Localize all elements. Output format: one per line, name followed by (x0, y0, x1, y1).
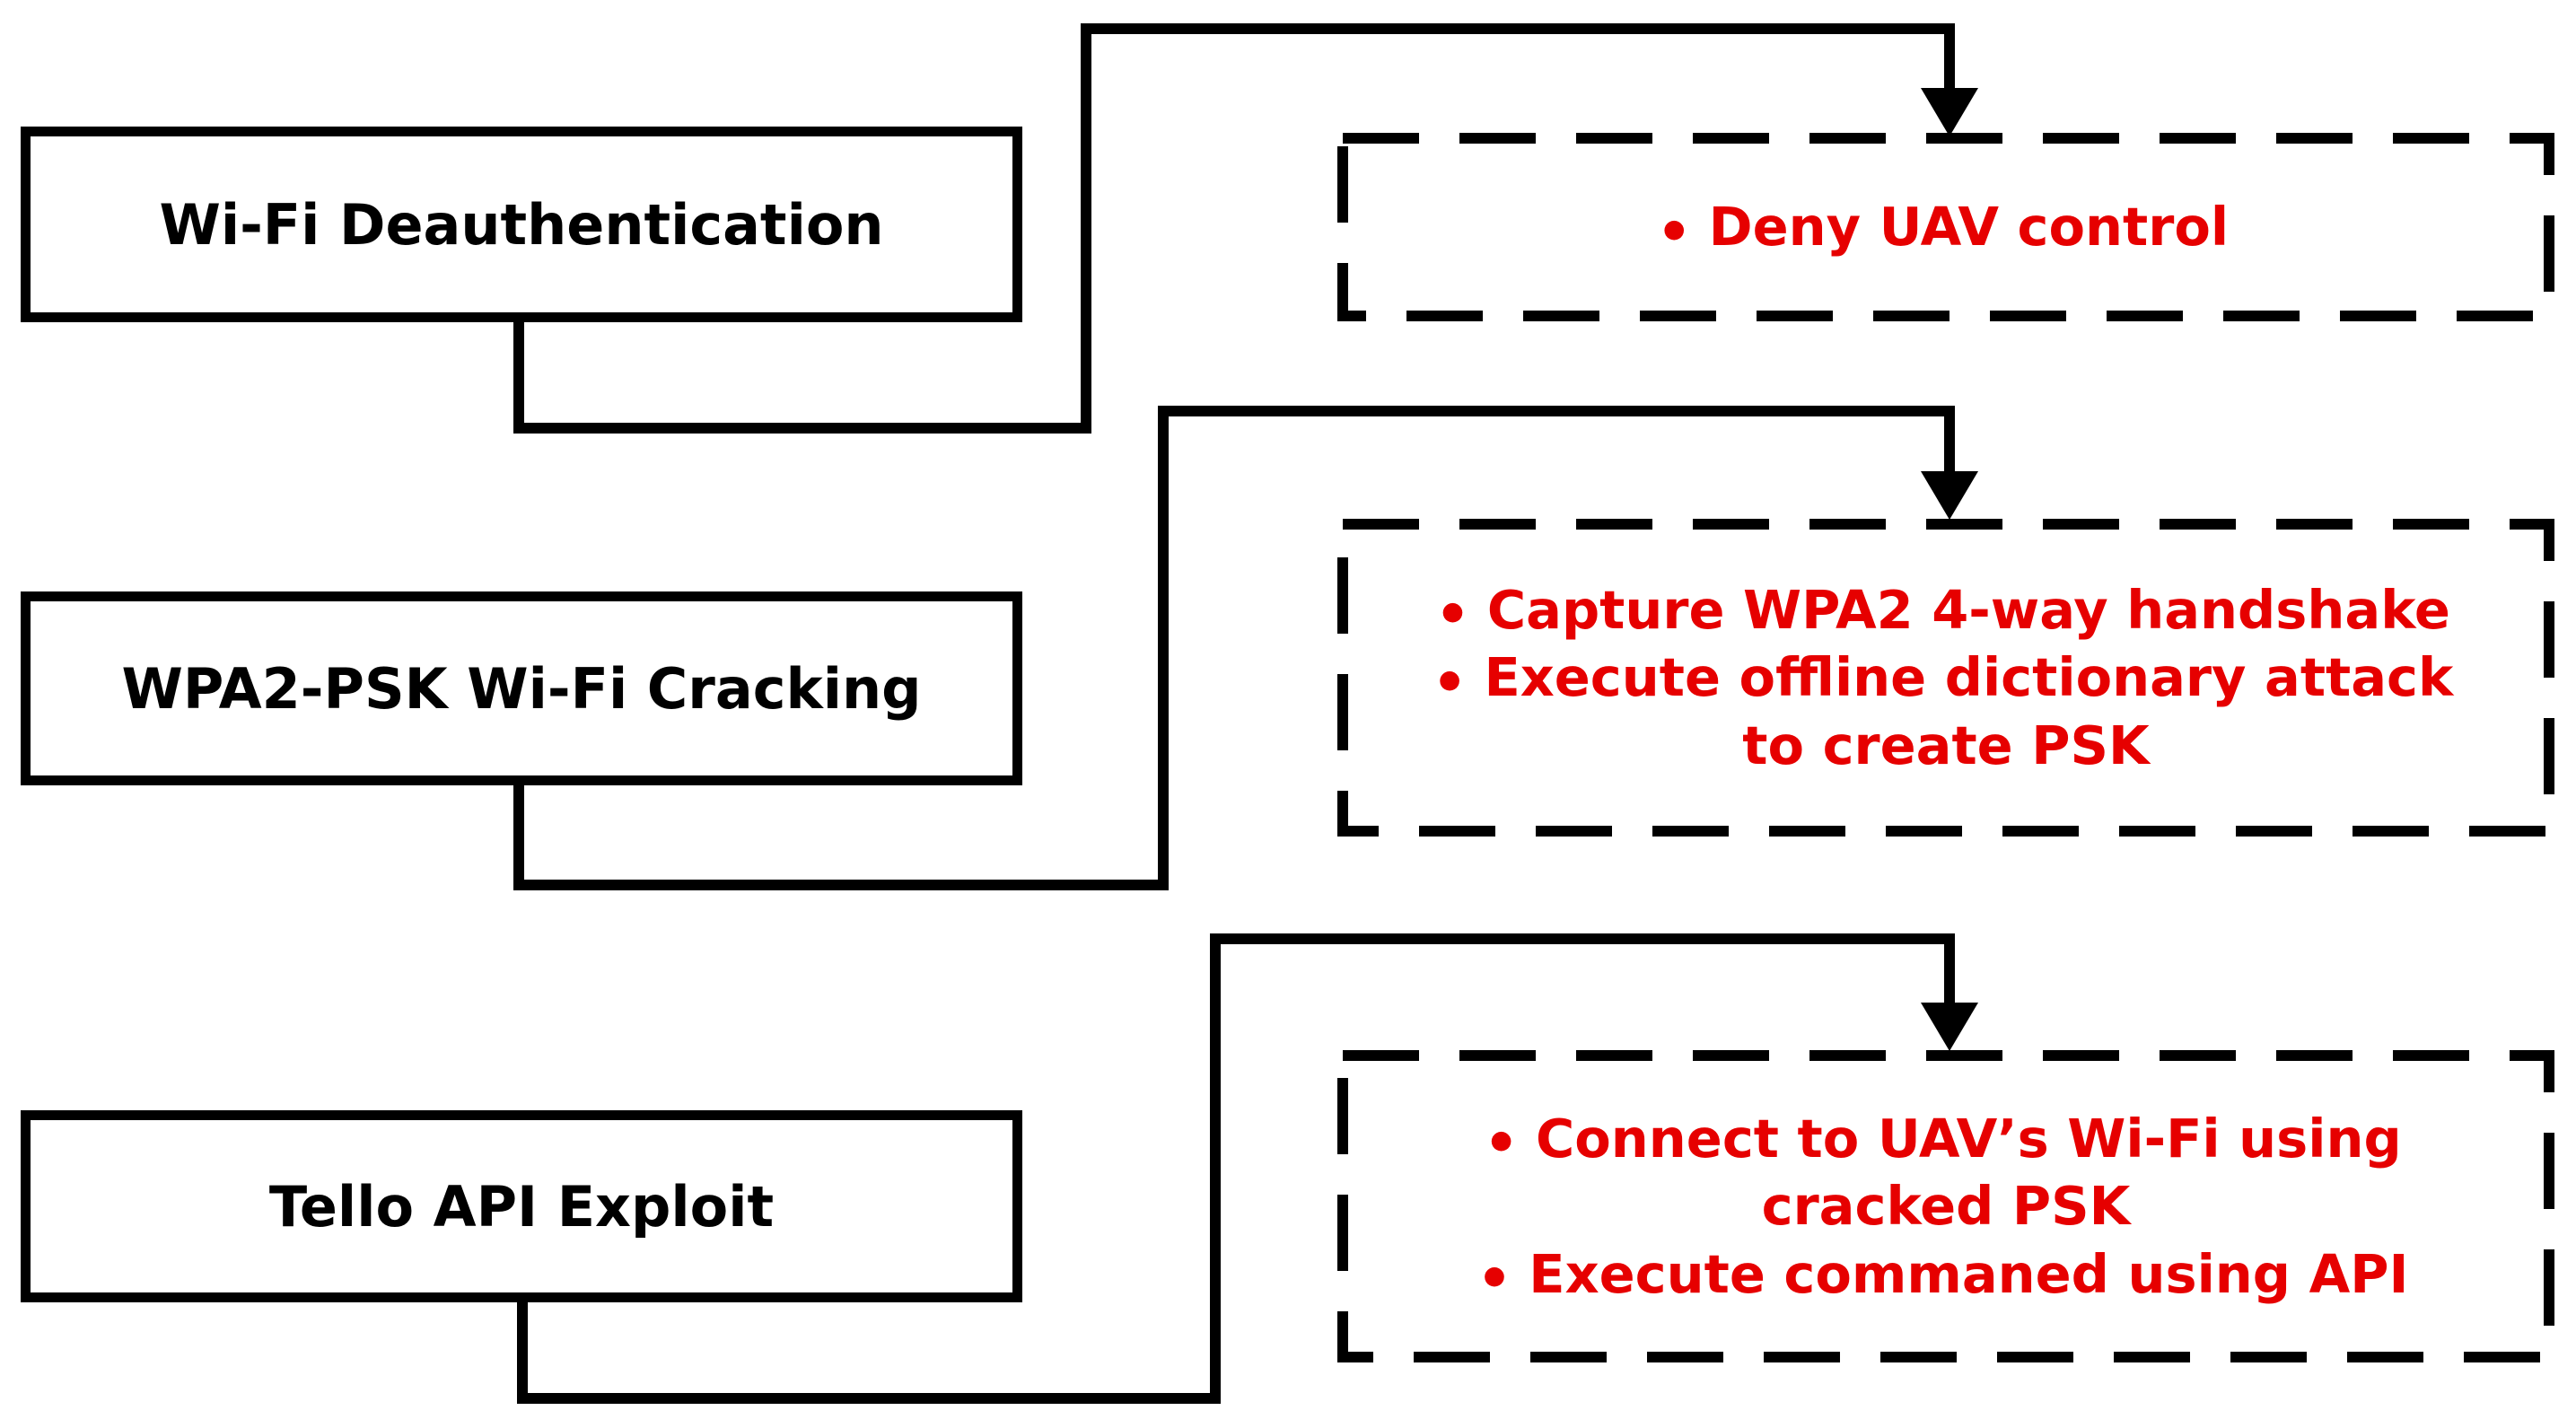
attack-box-label: WPA2-PSK Wi-Fi Cracking (121, 655, 922, 722)
effect-box-border-3 (1337, 1050, 2554, 1362)
attack-box-wifi-deauthentication: Wi-Fi Deauthentication (21, 127, 1022, 322)
effect-bullet-text: Execute commaned using API (1529, 1242, 2409, 1305)
effect-box-deny-uav-control: ● Deny UAV control (1346, 142, 2545, 312)
effect-box-border-1 (1337, 133, 2554, 321)
effect-box-wpa2-crack-steps: ● Capture WPA2 4-way handshake ● Execute… (1346, 528, 2545, 828)
effect-box-tello-api-steps: ● Connect to UAV’s Wi-Fi using cracked P… (1346, 1059, 2545, 1354)
arrow-down-icon (1921, 88, 1978, 136)
attack-box-wpa2-psk-cracking: WPA2-PSK Wi-Fi Cracking (21, 591, 1022, 785)
bullet-icon: ● (1483, 1260, 1506, 1291)
bullet-icon: ● (1441, 596, 1464, 626)
bullet-continuation-line: to create PSK (1742, 712, 2149, 780)
effect-bullet-text: Deny UAV control (1708, 196, 2230, 258)
effect-bullet-text: Connect to UAV’s Wi-Fi using (1535, 1107, 2402, 1170)
connector-deauth-to-effect (513, 23, 1955, 434)
effect-bullet-text: Capture WPA2 4-way handshake (1486, 578, 2450, 641)
bullet-line: ● Connect to UAV’s Wi-Fi using (1490, 1105, 2402, 1173)
bullet-icon: ● (1438, 663, 1461, 694)
effect-box-border-2 (1337, 519, 2554, 837)
bullet-line: ● Capture WPA2 4-way handshake (1441, 576, 2450, 644)
arrow-down-icon (1921, 1003, 1978, 1051)
bullet-icon: ● (1490, 1125, 1512, 1155)
effect-bullet-text: Execute offline dictionary attack (1484, 646, 2454, 709)
bullet-icon: ● (1662, 213, 1686, 243)
bullet-line: ● Execute commaned using API (1484, 1240, 2409, 1309)
bullet-continuation-line: cracked PSK (1762, 1172, 2131, 1240)
connector-crack-to-effect (513, 406, 1955, 890)
effect-bullet-text: cracked PSK (1761, 1175, 2131, 1238)
attack-box-label: Tello API Exploit (268, 1173, 775, 1240)
attack-box-label: Wi-Fi Deauthentication (159, 191, 884, 258)
effect-bullet-text: to create PSK (1742, 714, 2150, 776)
connector-api-to-effect (517, 933, 1955, 1404)
attack-box-tello-api-exploit: Tello API Exploit (21, 1110, 1022, 1302)
arrow-down-icon (1921, 471, 1978, 520)
bullet-line: ● Deny UAV control (1663, 193, 2229, 261)
bullet-line: ● Execute offline dictionary attack (1439, 644, 2454, 712)
